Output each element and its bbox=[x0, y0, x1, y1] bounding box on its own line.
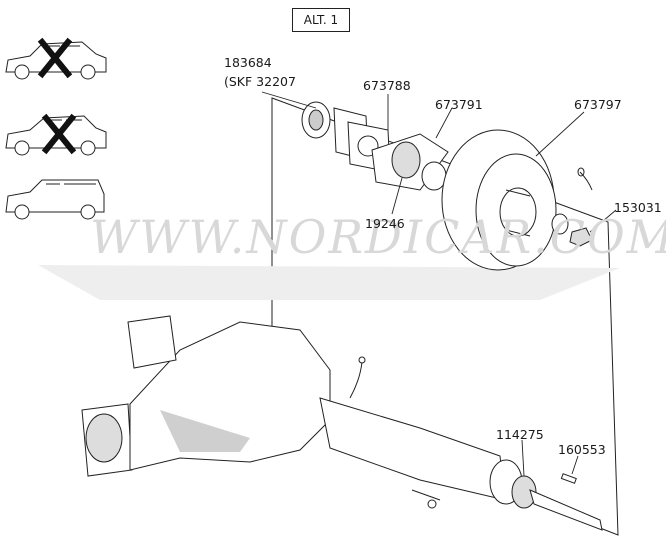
watermark: WWW.NORDICAR.COM bbox=[90, 210, 666, 264]
part-label-skf: (SKF 32207 bbox=[224, 74, 296, 89]
brake-drum bbox=[441, 129, 557, 271]
alt-label: ALT. 1 bbox=[292, 8, 350, 32]
cotter-pin bbox=[577, 167, 593, 191]
part-label-160553: 160553 bbox=[558, 442, 606, 457]
part-label-673797: 673797 bbox=[574, 97, 622, 112]
ground-plane bbox=[38, 265, 620, 300]
bearing-housing bbox=[371, 133, 449, 191]
leader-lines bbox=[261, 91, 617, 477]
axle-shading bbox=[160, 410, 250, 452]
part-label-19246: 19246 bbox=[365, 216, 405, 231]
part-label-673788: 673788 bbox=[363, 78, 411, 93]
part-label-673791: 673791 bbox=[435, 97, 483, 112]
bearing bbox=[301, 101, 331, 139]
hub-nut bbox=[551, 213, 593, 247]
roll-pin bbox=[560, 473, 577, 484]
car-estate bbox=[5, 179, 105, 220]
part-label-114275: 114275 bbox=[496, 427, 544, 442]
part-label-183684: 183684 bbox=[224, 55, 272, 70]
part-label-153031: 153031 bbox=[614, 200, 662, 215]
exclusion-x-2 bbox=[41, 113, 77, 155]
exclusion-x-1 bbox=[37, 37, 73, 79]
